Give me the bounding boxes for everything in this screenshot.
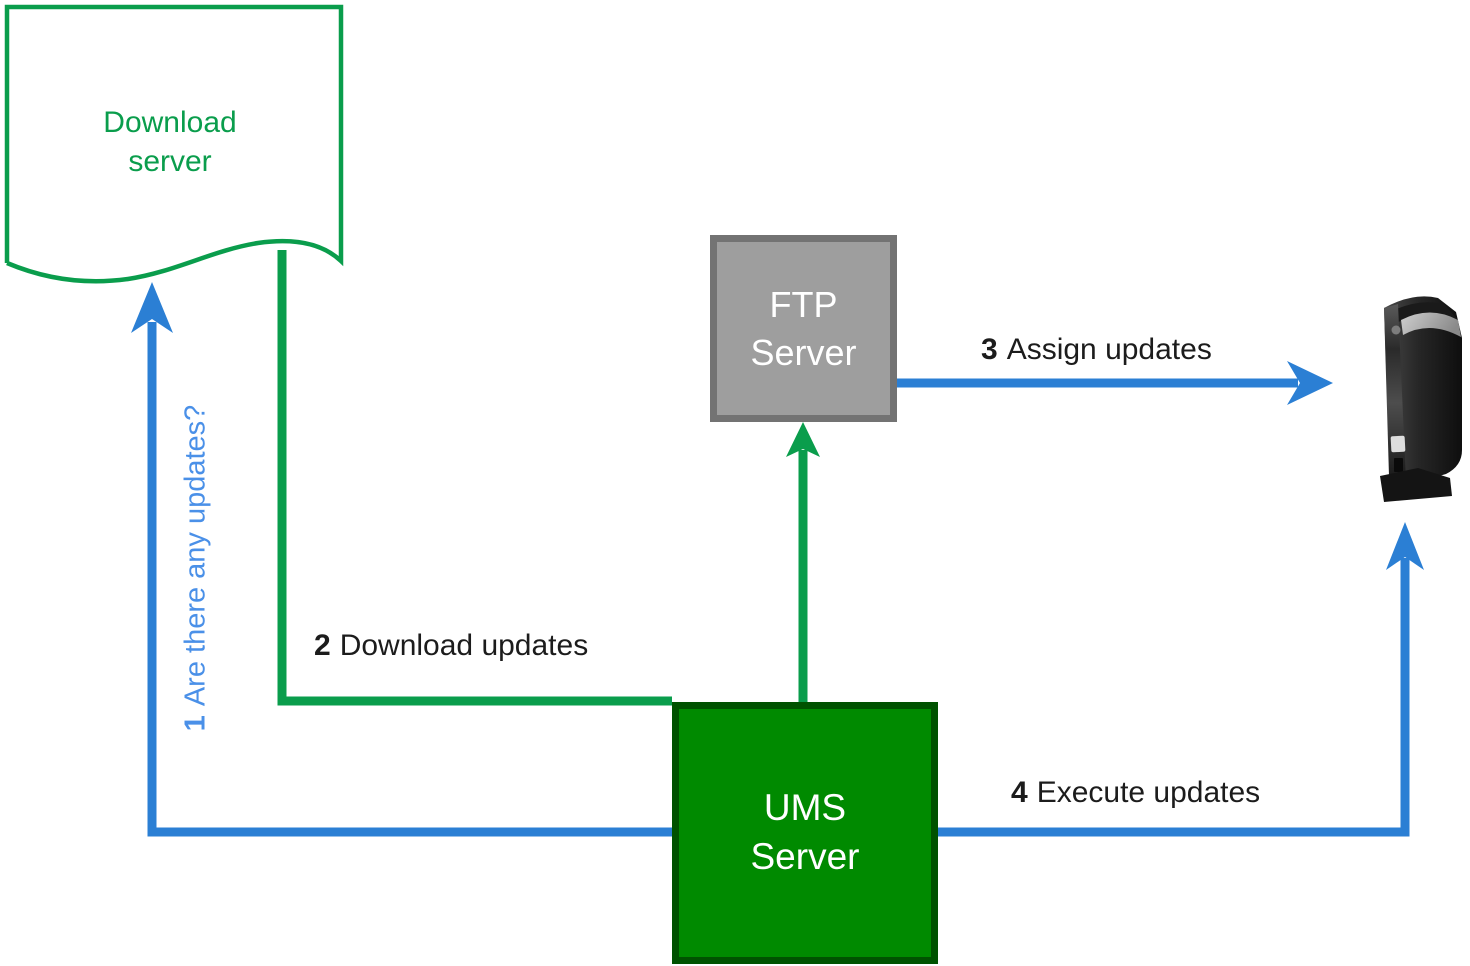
arrow-step2-download-updates [277, 250, 672, 706]
arrow-step1-are-there-updates [131, 282, 672, 837]
step2-text: Download updates [339, 629, 589, 662]
ums-server-label: UMS Server [750, 787, 860, 877]
step2-number: 2 [314, 629, 331, 662]
ftp-server-label: FTP Server [750, 283, 857, 373]
step1-label: 1 Are there any updates? [180, 405, 213, 732]
step3-text: Assign updates [1006, 333, 1212, 366]
arrow-step3-assign-updates [897, 361, 1333, 405]
step4-number: 4 [1011, 776, 1028, 809]
step3-number: 3 [981, 333, 998, 366]
ftp-server-node: FTP Server [710, 235, 897, 422]
thin-client-device-image [1380, 296, 1462, 502]
step4-text: Execute updates [1036, 776, 1261, 809]
download-server-document-shape [4, 4, 344, 284]
ums-server-node: UMS Server [672, 702, 938, 964]
step1-text: Are there any updates? [179, 404, 212, 707]
arrow-ums-to-ftp [786, 422, 820, 702]
download-server-label: Download server [103, 106, 237, 178]
step1-number: 1 [179, 715, 212, 732]
arrow-step4-execute-updates [938, 522, 1424, 837]
